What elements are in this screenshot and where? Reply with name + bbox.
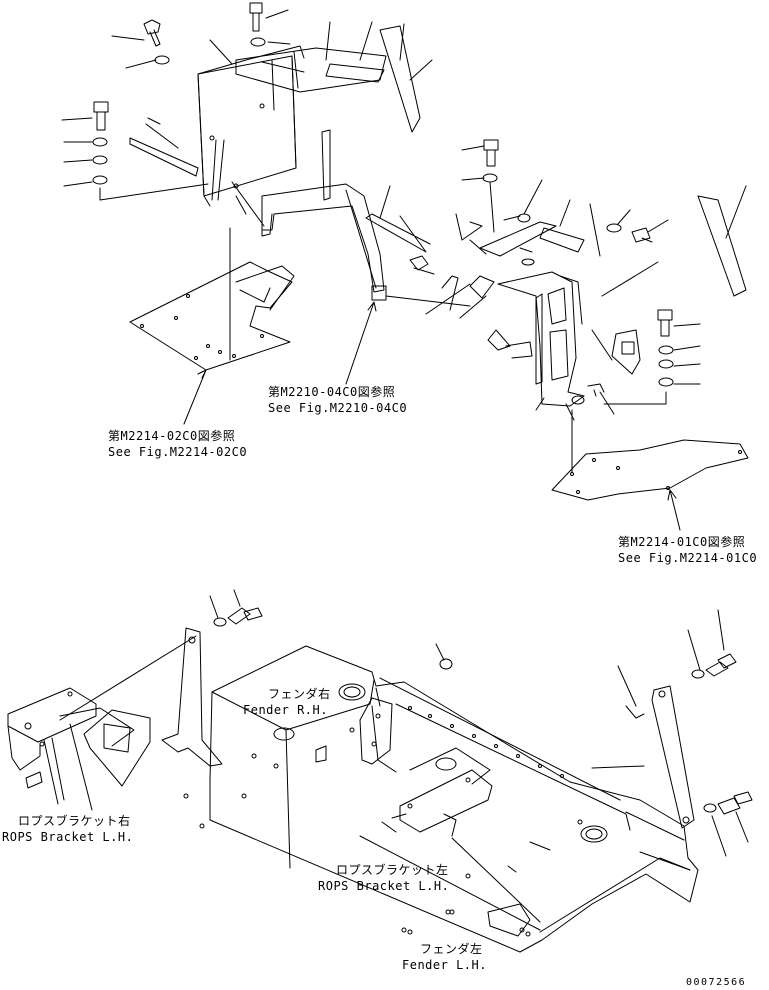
main-frame-body xyxy=(183,645,699,953)
fender-rh-en: Fender R.H. xyxy=(243,703,328,717)
rops-bracket-left xyxy=(399,747,493,837)
bolt-icon xyxy=(93,101,109,131)
washer-icon xyxy=(154,55,170,65)
tall-bracket-right xyxy=(651,685,695,829)
rops-bracket-right xyxy=(7,687,97,811)
ref-fig-m2214-02c0-jp: 第M2214-02C0図参照 xyxy=(108,429,236,443)
bolt-icon xyxy=(143,19,161,47)
bolt-icon xyxy=(717,791,753,815)
fender-lh-en: Fender L.H. xyxy=(402,958,487,972)
tall-bracket-left xyxy=(161,627,223,767)
washer-icon xyxy=(606,223,622,233)
upper-left-assembly xyxy=(61,2,433,425)
washer-icon xyxy=(658,345,674,355)
lower-assembly xyxy=(7,589,753,953)
washer-icon xyxy=(691,669,705,679)
washer-icon xyxy=(92,175,108,185)
bolt-icon xyxy=(705,653,737,677)
washer-icon xyxy=(250,37,266,47)
side-frame xyxy=(497,271,585,407)
washer-icon xyxy=(658,359,674,369)
washer-icon xyxy=(92,137,108,147)
ref-fig-m2214-01c0-jp: 第M2214-01C0図参照 xyxy=(618,535,746,549)
floor-plate-left xyxy=(129,261,295,371)
bolt-icon xyxy=(631,227,653,243)
fender-rh-jp: フェンダ右 xyxy=(268,687,331,701)
bolt-icon xyxy=(227,607,263,625)
washer-icon xyxy=(703,803,717,813)
hole-strip xyxy=(408,706,564,778)
ref-fig-m2210-04c0-jp: 第M2210-04C0図参照 xyxy=(268,385,396,399)
ref-fig-m2214-01c0-en: See Fig.M2214-01C0 xyxy=(618,551,758,565)
cover-box xyxy=(197,45,305,207)
floor-plate-right xyxy=(551,439,749,501)
ref-fig-m2214-02c0-en: See Fig.M2214-02C0 xyxy=(108,445,248,459)
channel-bracket xyxy=(261,183,387,301)
latch-icon xyxy=(409,255,435,275)
bolt-icon xyxy=(483,139,499,167)
washer-icon xyxy=(92,155,108,165)
fender-lh-jp: フェンダ左 xyxy=(420,942,483,956)
top-plate xyxy=(235,47,387,93)
washer-icon xyxy=(482,173,498,183)
wedge-bracket xyxy=(611,329,641,375)
drawing-number: 00072566 xyxy=(686,977,747,988)
washer-icon xyxy=(658,377,674,387)
bolt-icon xyxy=(657,309,673,337)
upper-right-assembly xyxy=(365,139,749,531)
washer-icon xyxy=(213,617,227,627)
bolt-icon xyxy=(249,2,263,32)
rops-bracket-right-jp: ロプスブラケット右 xyxy=(18,814,131,828)
rops-bracket-left-jp: ロプスブラケット左 xyxy=(336,863,449,877)
ref-fig-m2210-04c0-en: See Fig.M2210-04C0 xyxy=(268,401,408,415)
rops-bracket-left-en: ROPS Bracket L.H. xyxy=(318,879,450,893)
rops-bracket-right-en: ROPS Bracket L.H. xyxy=(2,830,134,844)
